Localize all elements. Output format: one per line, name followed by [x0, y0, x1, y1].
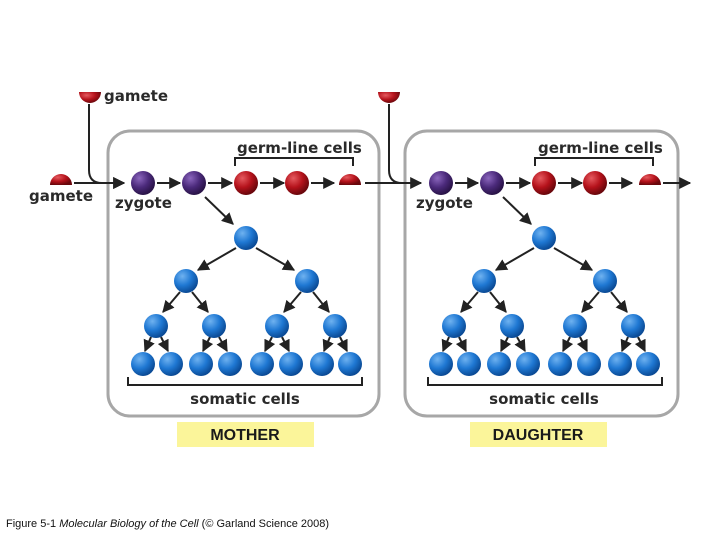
gamete-cell-daughter-top — [378, 92, 400, 103]
somatic-bracket-mother — [127, 377, 363, 386]
label-gamete-top: gamete — [104, 87, 168, 105]
germ-line-bracket-daughter — [534, 157, 654, 166]
germ-cell — [532, 171, 556, 195]
gamete-cell-top — [79, 92, 101, 103]
somatic-bracket-daughter — [427, 377, 663, 386]
label-germ-line-daughter: germ-line cells — [538, 139, 663, 157]
somatic-cells-daughter — [429, 226, 660, 376]
mother-title: MOTHER — [210, 427, 280, 444]
germ-cell — [234, 171, 258, 195]
zygote-cell — [182, 171, 206, 195]
somatic-cells-mother — [131, 226, 362, 376]
gamete-cell-left — [50, 174, 72, 185]
label-gamete-left: gamete — [29, 187, 93, 205]
gamete-path-daughter — [388, 104, 403, 184]
figure-caption: Figure 5-1 Molecular Biology of the Cell… — [6, 518, 329, 530]
daughter-box — [403, 129, 680, 418]
daughter-title: DAUGHTER — [493, 427, 584, 444]
caption-prefix: Figure 5-1 — [6, 518, 60, 530]
label-zygote-mother: zygote — [115, 194, 172, 212]
caption-suffix: (© Garland Science 2008) — [198, 518, 330, 530]
zygote-cell — [480, 171, 504, 195]
label-zygote-daughter: zygote — [416, 194, 473, 212]
germ-cell-half — [639, 174, 661, 185]
mother-title-bg — [177, 422, 314, 447]
somatic-tree-arrows-mother — [143, 196, 348, 353]
somatic-tree-arrows-daughter — [441, 196, 646, 353]
germ-line-bracket-mother — [234, 157, 354, 166]
label-somatic-daughter: somatic cells — [489, 390, 599, 408]
label-somatic-mother: somatic cells — [190, 390, 300, 408]
caption-title: Molecular Biology of the Cell — [59, 518, 199, 530]
zygote-cell — [429, 171, 453, 195]
zygote-cell — [131, 171, 155, 195]
label-germ-line-mother: germ-line cells — [237, 139, 362, 157]
mother-box — [106, 129, 381, 418]
daughter-title-bg — [470, 422, 607, 447]
germ-cell — [583, 171, 607, 195]
germ-cell — [285, 171, 309, 195]
germ-cell-half — [339, 174, 361, 185]
